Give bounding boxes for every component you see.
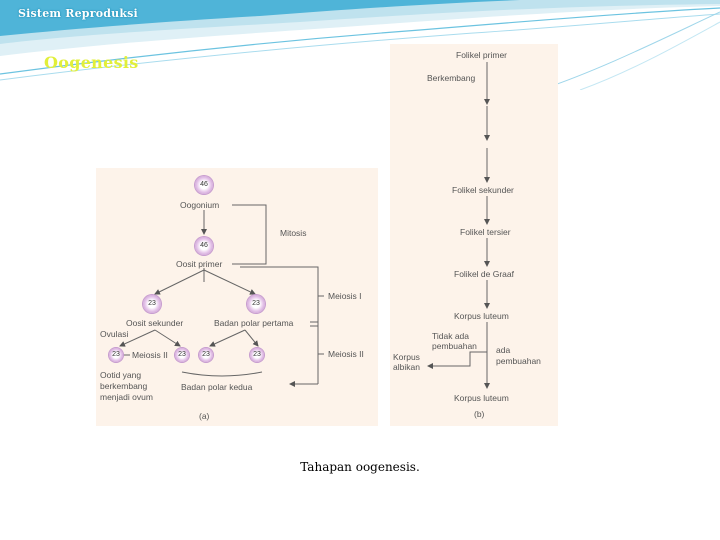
slide-title: Oogenesis <box>44 53 139 72</box>
ootid-chromosome-count: 23 <box>112 351 120 358</box>
label-korpus-albikan-line-1: Korpus <box>393 352 420 362</box>
badan-polar-kedua-2-chromosome-count: 23 <box>202 351 210 358</box>
oosit-primer-chromosome-count: 46 <box>200 242 208 249</box>
label-folikel-sekunder: Folikel sekunder <box>452 185 514 195</box>
label-berkembang: Berkembang <box>427 73 476 83</box>
label-meiosis-1: Meiosis I <box>328 291 362 301</box>
ootid-cell: 23 <box>109 348 123 362</box>
oogonium-chromosome-count: 46 <box>200 181 208 188</box>
oogonium-cell: 46 <box>195 176 213 194</box>
oosit-primer-cell: 46 <box>195 237 213 255</box>
label-badan-polar-pertama: Badan polar pertama <box>214 318 294 328</box>
label-meiosis-2: Meiosis II <box>328 349 364 359</box>
label-oosit-primer: Oosit primer <box>176 259 223 269</box>
label-tidak-ada-line-2: pembuahan <box>432 341 477 351</box>
badan-polar-kedua-3-chromosome-count: 23 <box>253 351 261 358</box>
badan-polar-kedua-cell-2: 23 <box>199 348 213 362</box>
label-ovulasi: Ovulasi <box>100 329 129 339</box>
panel-a-tag: (a) <box>199 411 210 421</box>
label-mitosis: Mitosis <box>280 228 307 238</box>
label-korpus-luteum: Korpus luteum <box>454 311 509 321</box>
label-korpus-albikan-line-2: albikan <box>393 362 420 372</box>
label-folikel-primer: Folikel primer <box>456 50 508 60</box>
label-ootid-line-2: berkembang <box>100 381 148 391</box>
oogenesis-panel-a <box>96 168 378 426</box>
label-folikel-tersier: Folikel tersier <box>460 227 511 237</box>
figure-caption: Tahapan oogenesis. <box>300 460 420 474</box>
label-ootid-line-1: Ootid yang <box>100 370 142 380</box>
panel-b-tag: (b) <box>474 409 485 419</box>
header-swoosh <box>0 0 720 90</box>
oosit-sekunder-chromosome-count: 23 <box>148 300 156 307</box>
label-ada-line-1: ada <box>496 345 511 355</box>
badan-polar-pertama-cell: 23 <box>247 295 265 313</box>
label-meiosis-ii-inline: Meiosis II <box>132 350 168 360</box>
deck-title: Sistem Reproduksi <box>18 7 138 20</box>
badan-polar-kedua-cell-1: 23 <box>175 348 189 362</box>
label-folikel-de-graaf: Folikel de Graaf <box>454 269 514 279</box>
follicle-panel-b <box>390 44 558 426</box>
label-oosit-sekunder: Oosit sekunder <box>126 318 184 328</box>
label-oogonium: Oogonium <box>180 200 220 210</box>
label-badan-polar-kedua: Badan polar kedua <box>181 382 253 392</box>
label-ootid-line-3: menjadi ovum <box>100 392 153 402</box>
label-tidak-ada-line-1: Tidak ada <box>432 331 470 341</box>
badan-polar-kedua-1-chromosome-count: 23 <box>178 351 186 358</box>
label-korpus-luteum-2: Korpus luteum <box>454 393 509 403</box>
oosit-sekunder-cell: 23 <box>143 295 161 313</box>
label-ada-line-2: pembuahan <box>496 356 541 366</box>
badan-polar-kedua-cell-3: 23 <box>250 348 264 362</box>
badan-polar-pertama-chromosome-count: 23 <box>252 300 260 307</box>
